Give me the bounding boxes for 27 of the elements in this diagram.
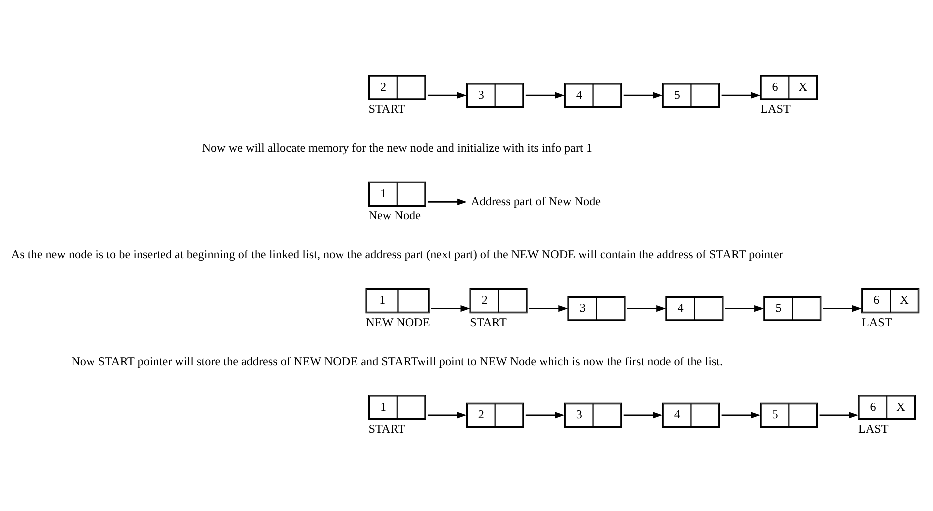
arrow <box>722 412 761 419</box>
arrow <box>823 305 862 312</box>
arrow <box>627 305 666 312</box>
label: As the new node is to be inserted at beginning of the linked list, now the address part (next part) of the NEW NODE will contain the address of START pointer <box>11 248 784 262</box>
arrow <box>820 412 859 419</box>
node-label: LAST <box>862 315 892 330</box>
label: Now we will allocate memory for the new node and initialize with its info part 1 <box>202 141 592 156</box>
arrow <box>526 92 565 99</box>
arrow <box>624 412 663 419</box>
node-label: START <box>368 422 406 436</box>
node-label: LAST <box>760 102 791 116</box>
arrow <box>526 412 565 419</box>
arrow <box>428 412 467 419</box>
arrow <box>431 305 470 312</box>
arrow <box>529 305 568 312</box>
node-label: LAST <box>858 422 889 436</box>
arrow <box>624 92 663 99</box>
arrow <box>722 92 761 99</box>
arrow <box>428 92 467 99</box>
node-text: Address part of New Node <box>471 194 602 208</box>
arrow <box>428 198 468 206</box>
label: Now START pointer will store the address of NEW NODE and STARTwill point to NEW Node which is now the first node of the list. <box>72 354 724 368</box>
node-label: New Node <box>368 208 421 223</box>
node-label: START <box>470 315 507 330</box>
node-label: NEW NODE <box>366 315 430 330</box>
arrow <box>725 305 764 312</box>
node-label: START <box>368 102 406 116</box>
